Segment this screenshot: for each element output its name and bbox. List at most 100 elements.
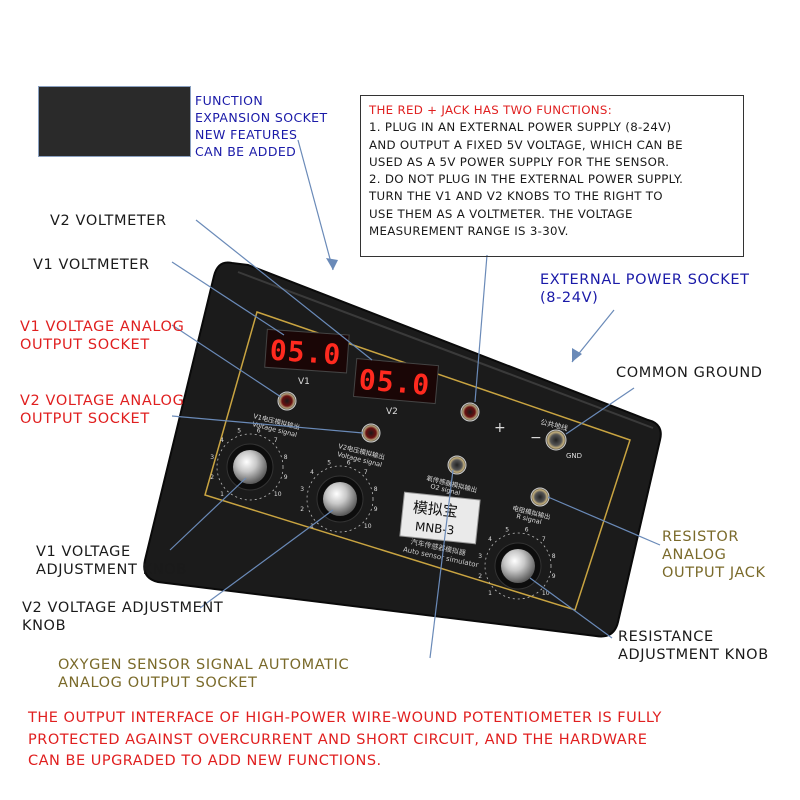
leader-v1-voltmeter	[171, 261, 285, 336]
v1-knob-label: V1 VOLTAGE ADJUSTMENT KNOB	[36, 543, 187, 579]
v1-knob-line-1: V1 VOLTAGE	[36, 544, 131, 560]
r-dial-number: 2	[478, 573, 482, 580]
oxygen-socket-label: OXYGEN SENSOR SIGNAL AUTOMATIC ANALOG OU…	[58, 656, 349, 692]
leader-red-jack	[474, 254, 488, 403]
external-power-line-2: (8-24V)	[540, 290, 599, 306]
bottom-note-line-2: PROTECTED AGAINST OVERCURRENT AND SHORT …	[28, 731, 648, 748]
v1-dial-number: 9	[284, 474, 288, 481]
expansion-socket-label: FUNCTION EXPANSION SOCKET NEW FEATURES C…	[195, 92, 328, 160]
v2-display	[352, 358, 440, 405]
red-jack-note: THE RED + JACK HAS TWO FUNCTIONS: 1. PLU…	[360, 95, 744, 257]
resistor-line-2: ANALOG	[662, 547, 727, 563]
leader-arrowheads	[326, 258, 582, 362]
v2-output-label: V2 VOLTAGE ANALOG OUTPUT SOCKET	[20, 392, 184, 428]
note-line-5: TURN THE V1 AND V2 KNOBS TO THE RIGHT TO	[369, 189, 663, 204]
v2-knob-line-2: KNOB	[22, 618, 67, 634]
brand-badge	[399, 491, 481, 545]
v2-dial-number: 5	[327, 459, 331, 466]
r-dial-number: 8	[552, 553, 556, 560]
v2-dial-number: 8	[374, 486, 378, 493]
v2-output-line-1: V2 VOLTAGE ANALOG	[20, 393, 185, 409]
v1-dial-number: 10	[274, 491, 282, 498]
v2-knob-label: V2 VOLTAGE ADJUSTMENT KNOB	[22, 599, 223, 635]
v1-knob-line-2: ADJUSTMENT KNOB	[36, 562, 187, 578]
expansion-socket-inset	[38, 86, 191, 157]
r-dial-number: 3	[478, 553, 482, 560]
v2-dial-number: 9	[374, 506, 378, 513]
ground-socket[interactable]	[545, 429, 567, 451]
note-line-3: USED AS A 5V POWER SUPPLY FOR THE SENSOR…	[369, 154, 670, 169]
v2-voltmeter-label: V2 VOLTMETER	[50, 213, 167, 229]
oxygen-line-2: ANALOG OUTPUT SOCKET	[58, 675, 258, 691]
leader-v2-output	[171, 415, 364, 434]
panel-border	[204, 311, 631, 611]
r-dial-number: 6	[525, 526, 529, 533]
v1-knob[interactable]	[216, 433, 284, 501]
note-line-1: 1. PLUG IN AN EXTERNAL POWER SUPPLY (8-2…	[369, 120, 672, 135]
bottom-note: THE OUTPUT INTERFACE OF HIGH-POWER WIRE-…	[28, 708, 662, 773]
v2-dial-number: 4	[310, 469, 314, 476]
v1-output-socket[interactable]	[277, 391, 297, 411]
inset-line-4: CAN BE ADDED	[195, 144, 297, 159]
leader-v1-output	[171, 324, 282, 398]
leader-v1-knob	[169, 477, 247, 551]
v2-knob[interactable]	[306, 465, 374, 533]
v1-dial-number: 8	[284, 454, 288, 461]
minus-sign: −	[530, 430, 542, 446]
v1-display	[264, 328, 350, 374]
resistance-knob-label: RESISTANCE ADJUSTMENT KNOB	[618, 628, 769, 664]
leader-resistance-knob	[529, 577, 613, 639]
bottom-note-line-1: THE OUTPUT INTERFACE OF HIGH-POWER WIRE-…	[28, 710, 662, 726]
resistor-line-1: RESISTOR	[662, 529, 740, 545]
inset-line-3: NEW FEATURES	[195, 127, 298, 142]
v1-dial-number: 6	[257, 427, 261, 434]
note-line-2: AND OUTPUT A FIXED 5V VOLTAGE, WHICH CAN…	[369, 137, 683, 152]
resistance-knob-line-2: ADJUSTMENT KNOB	[618, 647, 769, 663]
leader-expansion	[297, 139, 334, 271]
resistance-knob[interactable]	[484, 532, 552, 600]
v2-dial-number: 6	[347, 459, 351, 466]
v2-knob-line-1: V2 VOLTAGE ADJUSTMENT	[22, 600, 224, 616]
plus-sign: +	[494, 420, 506, 436]
gnd-text: GND	[566, 452, 582, 460]
v1-output-label: V1 VOLTAGE ANALOG OUTPUT SOCKET	[20, 318, 184, 354]
v2-dial-number: 7	[364, 469, 368, 476]
v1-display-label: V1	[298, 377, 310, 387]
note-line-7: MEASUREMENT RANGE IS 3-30V.	[369, 224, 569, 239]
note-header: THE RED + JACK HAS TWO FUNCTIONS:	[369, 103, 612, 117]
v2-dial-number: 2	[300, 506, 304, 513]
v1-output-line-2: OUTPUT SOCKET	[20, 337, 150, 353]
v1-dial-number: 1	[220, 491, 224, 498]
v2-dial-number: 3	[300, 486, 304, 493]
v1-dial-number: 3	[210, 454, 214, 461]
v1-dial-number: 7	[274, 437, 278, 444]
oxygen-line-1: OXYGEN SENSOR SIGNAL AUTOMATIC	[58, 657, 350, 673]
resistance-knob-line-1: RESISTANCE	[618, 629, 714, 645]
v2-display-label: V2	[386, 407, 398, 417]
r-dial-number: 10	[542, 590, 550, 597]
v2-dial-number: 1	[310, 523, 314, 530]
r-dial-number: 9	[552, 573, 556, 580]
v2-output-socket[interactable]	[361, 423, 381, 443]
r-dial-number: 7	[542, 536, 546, 543]
r-dial-number: 1	[488, 590, 492, 597]
inset-line-2: EXPANSION SOCKET	[195, 110, 328, 125]
v1-dial-number: 2	[210, 474, 214, 481]
v1-voltmeter-label: V1 VOLTMETER	[33, 257, 150, 273]
r-dial-number: 4	[488, 536, 492, 543]
note-line-4: 2. DO NOT PLUG IN THE EXTERNAL POWER SUP…	[369, 172, 684, 187]
bottom-note-line-3: CAN BE UPGRADED TO ADD NEW FUNCTIONS.	[28, 753, 382, 769]
resistor-output-socket[interactable]	[530, 487, 550, 507]
v2-display-value: 05.0	[358, 363, 432, 402]
leader-oxygen	[429, 469, 454, 659]
v2-dial-number: 10	[364, 523, 372, 530]
inset-line-1: FUNCTION	[195, 93, 264, 108]
leader-resistor	[547, 496, 661, 546]
resistor-jack-label: RESISTOR ANALOG OUTPUT JACK	[662, 528, 766, 582]
v1-dial-number: 4	[220, 437, 224, 444]
resistor-line-3: OUTPUT JACK	[662, 565, 766, 581]
plus-red-jack[interactable]	[460, 402, 480, 422]
v1-display-value: 05.0	[269, 334, 343, 372]
oxygen-output-socket[interactable]	[447, 455, 467, 475]
leader-v2-knob	[199, 509, 334, 609]
